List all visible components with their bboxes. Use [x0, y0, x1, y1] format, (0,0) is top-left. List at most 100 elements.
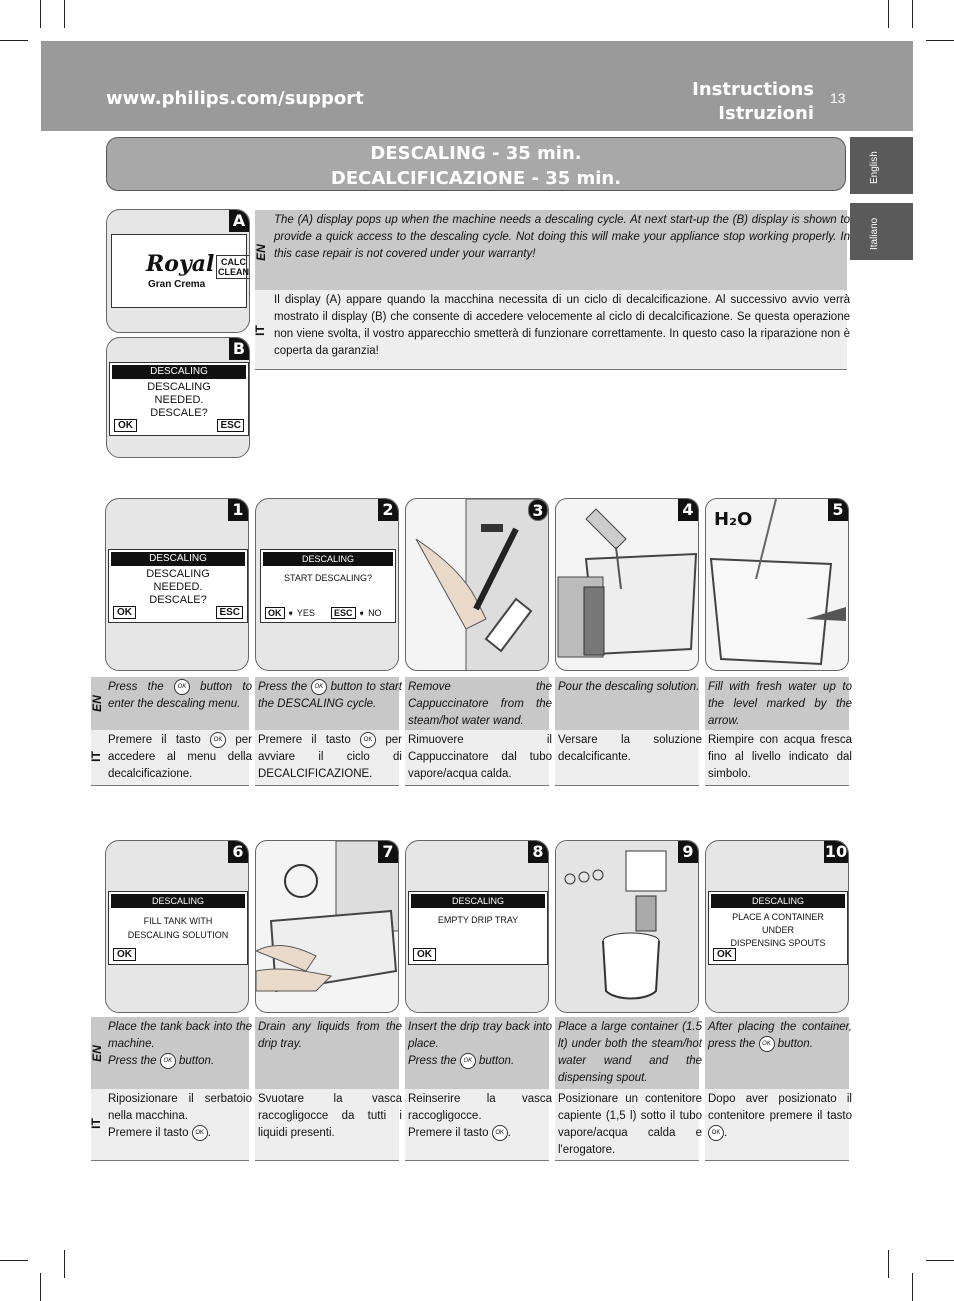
crop-mark [40, 0, 41, 28]
title-it: Istruzioni [718, 103, 814, 124]
lcd-title: DESCALING [263, 552, 393, 566]
lang-tag-it: IT [88, 751, 103, 762]
ok-button-icon: OK [758, 1036, 775, 1052]
tab-italiano[interactable]: Italiano [850, 203, 913, 260]
step-9-it: Posizionare un contenitore capiente (1,5… [555, 1089, 702, 1161]
step-7-illustration: 7 [255, 840, 399, 1013]
text: Press the [108, 681, 164, 694]
display-a-panel: A Royal Gran Crema CALC CLEAN [106, 209, 250, 333]
step-2-it: Premere il tasto OK per avviare il ciclo… [255, 730, 402, 786]
step-10-screen: DESCALING PLACE A CONTAINER UNDER DISPEN… [708, 891, 848, 965]
text: Premere il tasto [108, 734, 201, 747]
step-number: 5 [828, 499, 848, 521]
lcd-line: DESCALE? [150, 407, 208, 419]
text: Press the [408, 1055, 457, 1068]
ok-softkey: OK [265, 607, 285, 619]
crop-mark [40, 1273, 41, 1301]
model-name: Gran Crema [148, 279, 206, 290]
remove-cappuccinatore-drawing [415, 499, 548, 670]
crop-mark [64, 1250, 65, 1278]
intro-en-text: The (A) display pops up when the machine… [274, 214, 850, 260]
text: Press the [108, 1055, 157, 1068]
lang-tag-en: EN [89, 1045, 104, 1062]
step-number: 7 [378, 841, 398, 863]
ok-softkey: OK [713, 948, 736, 961]
lcd-line: FILL TANK WITH [143, 916, 213, 926]
text: Place the tank back into the machine. [108, 1021, 252, 1050]
crop-mark [0, 1260, 28, 1261]
no-label: NO [368, 608, 382, 618]
brand-logo: Royal [146, 251, 215, 277]
display-b-panel: B DESCALING DESCALING NEEDED. DESCALE? O… [106, 337, 250, 458]
step-1-panel: 1 DESCALING DESCALING NEEDED. DESCALE? O… [105, 498, 249, 671]
text: Insert the drip tray back into place. [408, 1021, 552, 1050]
ok-button-icon: OK [491, 1125, 508, 1141]
step-2-en: Press the OK button to start the DESCALI… [255, 677, 402, 730]
ok-button-icon: OK [708, 1125, 724, 1141]
calc-clean-icon: CALC CLEAN [216, 255, 249, 279]
lcd-title: DESCALING [111, 552, 245, 566]
step-4-en: Pour the descaling solution. [555, 677, 699, 730]
step-1-it: IT Premere il tasto OK per accedere al m… [88, 730, 252, 786]
ok-button-icon: OK [191, 1125, 208, 1141]
ok-button-icon: OK [360, 732, 377, 748]
step-10-it: Dopo aver posizionato il contenitore pre… [705, 1089, 852, 1161]
container-under-spout-drawing [556, 841, 698, 1012]
step-number: 8 [528, 841, 548, 863]
page-header [41, 41, 913, 131]
text: Place a large container (1.5 lt) under b… [558, 1021, 702, 1084]
text: . [724, 1127, 728, 1140]
text: button to start the DESCALING cycle. [258, 681, 402, 711]
support-url[interactable]: www.philips.com/support [106, 88, 364, 109]
lcd-line: START DESCALING? [283, 573, 373, 583]
intro-it-row: IT Il display (A) appare quando la macch… [252, 290, 850, 370]
ok-softkey: OK [114, 419, 137, 432]
step-6-it: IT Riposizionare il serbatoio nella macc… [89, 1089, 252, 1161]
lcd-title: DESCALING [112, 365, 246, 379]
step-number: 2 [378, 499, 398, 521]
text: Reinserire la vasca raccogligocce. [408, 1093, 552, 1122]
step-number: 4 [678, 499, 698, 521]
section-title: DESCALING - 35 min. DECALCIFICAZIONE - 3… [106, 137, 846, 191]
step-10-en: After placing the container, press the O… [705, 1017, 852, 1089]
crop-mark [0, 40, 28, 41]
esc-softkey: ESC [216, 606, 243, 619]
display-a-label: A [229, 210, 249, 232]
lcd-line: NEEDED. [154, 394, 204, 406]
step-8-screen: DESCALING EMPTY DRIP TRAY OK [408, 891, 548, 965]
lcd-line: DESCALING SOLUTION [127, 930, 229, 940]
step-3-it: Rimuovere il Cappuccinatore dal tubo vap… [405, 730, 552, 786]
step-2-screen: DESCALING START DESCALING? OK ➧ YES ESC … [260, 549, 396, 623]
no-option: ESC ➧ NO [331, 607, 382, 619]
crop-mark [888, 0, 889, 28]
water-symbol: H₂O [714, 509, 753, 530]
text: button to enter the descaling menu. [108, 681, 252, 711]
crop-mark [926, 1260, 954, 1261]
crop-mark [64, 0, 65, 28]
text: Riposizionare il serbatoio nella macchin… [108, 1093, 252, 1122]
ok-button-icon: OK [159, 1053, 176, 1069]
text: button. [478, 1055, 515, 1068]
text: Dopo aver posizionato il contenitore pre… [708, 1093, 852, 1122]
text: Posizionare un contenitore capiente (1,5… [558, 1093, 702, 1156]
text: Rimuovere il Cappuccinatore dal tubo vap… [408, 734, 552, 780]
lcd-line: DISPENSING SPOUTS [730, 938, 826, 948]
step-10-panel: 10 DESCALING PLACE A CONTAINER UNDER DIS… [705, 840, 849, 1013]
step-number: 10 [824, 841, 848, 863]
lang-tag-it: IT [252, 325, 267, 336]
esc-softkey: ESC [331, 607, 356, 619]
page-title: Instructions Istruzioni [692, 78, 814, 126]
step-number: 1 [228, 499, 248, 521]
pour-solution-drawing [557, 508, 698, 658]
display-b-screen: DESCALING DESCALING NEEDED. DESCALE? OK … [109, 362, 249, 436]
tab-english[interactable]: English [850, 137, 913, 194]
text: Press the [258, 681, 308, 694]
step-4-illustration: 4 [555, 498, 699, 671]
ok-button-icon: OK [210, 732, 227, 748]
text: Premere il tasto [108, 1127, 189, 1140]
section-title-it: DECALCIFICAZIONE - 35 min. [330, 168, 622, 189]
text: per avviare il ciclo di DECALCIFICAZIONE… [258, 734, 402, 781]
text: After placing the container, press the [708, 1021, 852, 1051]
lcd-line: PLACE A CONTAINER [732, 912, 824, 922]
step-8-en: Insert the drip tray back into place. Pre… [405, 1017, 552, 1089]
